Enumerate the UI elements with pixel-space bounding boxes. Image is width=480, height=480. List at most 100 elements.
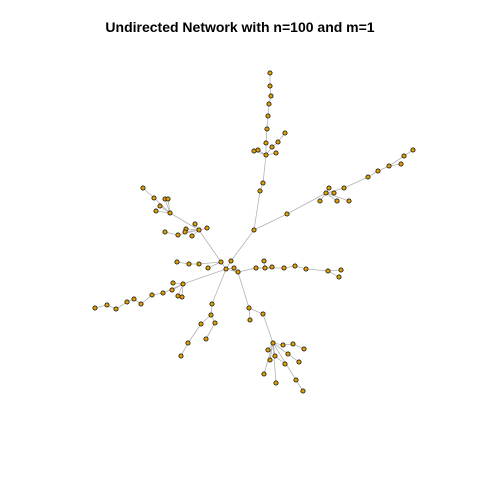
network-node	[263, 140, 269, 146]
network-edge	[198, 261, 222, 265]
network-node	[266, 101, 272, 107]
network-node	[267, 83, 273, 89]
network-edge	[269, 342, 274, 361]
network-node	[331, 190, 337, 196]
network-node	[251, 148, 257, 154]
network-node	[160, 290, 166, 296]
network-edge	[343, 176, 369, 189]
network-node	[223, 266, 229, 272]
network-node	[273, 150, 279, 156]
network-node	[398, 161, 404, 167]
network-node	[326, 185, 332, 191]
network-node	[303, 266, 309, 272]
network-node	[251, 227, 257, 233]
network-node	[261, 371, 267, 377]
network-node	[153, 208, 159, 214]
network-node	[281, 265, 287, 271]
network-node	[270, 340, 276, 346]
network-node	[262, 265, 268, 271]
network-node	[175, 293, 181, 299]
network-edge	[182, 268, 227, 285]
network-edge	[211, 268, 227, 305]
network-node	[189, 233, 195, 239]
network-node	[346, 198, 352, 204]
network-node	[174, 259, 180, 265]
network-node	[264, 126, 270, 132]
network-node	[253, 265, 259, 271]
network-node	[231, 265, 237, 271]
network-node	[182, 229, 188, 235]
network-node	[261, 258, 267, 264]
network-node	[209, 301, 215, 307]
network-node	[235, 269, 241, 275]
network-node	[113, 306, 119, 312]
network-node	[175, 232, 181, 238]
network-node	[196, 261, 202, 267]
network-node	[92, 305, 98, 311]
network-node	[410, 147, 416, 153]
network-node	[292, 263, 298, 269]
network-edge	[230, 229, 255, 262]
network-node	[246, 305, 252, 311]
network-node	[273, 380, 279, 386]
network-node	[267, 357, 273, 363]
network-node	[212, 320, 218, 326]
network-node	[365, 174, 371, 180]
network-edge	[305, 268, 329, 272]
network-edge	[198, 229, 222, 263]
network-node	[140, 185, 146, 191]
network-node	[301, 346, 307, 352]
network-node	[325, 268, 331, 274]
network-node	[104, 302, 110, 308]
network-node	[169, 287, 175, 293]
network-edge	[388, 155, 405, 167]
network-node	[257, 188, 263, 194]
network-node	[179, 294, 185, 300]
network-node	[300, 388, 306, 394]
network-node	[285, 351, 291, 357]
network-node	[131, 296, 137, 302]
network-edge	[262, 154, 267, 184]
network-node	[401, 153, 407, 159]
network-node	[265, 113, 271, 119]
network-node	[192, 221, 198, 227]
network-edge	[253, 213, 288, 231]
network-node	[260, 180, 266, 186]
network-node	[275, 139, 281, 145]
network-node	[180, 281, 186, 287]
network-node	[218, 259, 224, 265]
network-node	[338, 267, 344, 273]
network-node	[157, 203, 163, 209]
network-node	[255, 147, 261, 153]
network-node	[162, 229, 168, 235]
network-node	[247, 317, 253, 323]
network-node	[282, 361, 288, 367]
network-node	[268, 93, 274, 99]
network-edge	[237, 267, 257, 273]
network-node	[170, 280, 176, 286]
network-node	[149, 292, 155, 298]
network-node	[204, 225, 210, 231]
network-node	[290, 341, 296, 347]
network-node	[272, 353, 278, 359]
network-node	[228, 258, 234, 264]
network-edge	[272, 342, 277, 384]
network-edge	[286, 192, 327, 215]
network-edge	[237, 271, 250, 309]
network-node	[296, 359, 302, 365]
network-node	[317, 198, 323, 204]
network-node	[263, 152, 269, 158]
network-node	[165, 196, 171, 202]
network-edge	[187, 323, 202, 344]
network-edge	[169, 212, 200, 231]
network-node	[167, 210, 173, 216]
network-node	[205, 265, 211, 271]
network-node	[185, 340, 191, 346]
network-node	[260, 311, 266, 317]
node-layer	[92, 70, 416, 394]
network-node	[151, 195, 157, 201]
network-node	[336, 274, 342, 280]
network-node	[284, 211, 290, 217]
network-node	[334, 198, 340, 204]
